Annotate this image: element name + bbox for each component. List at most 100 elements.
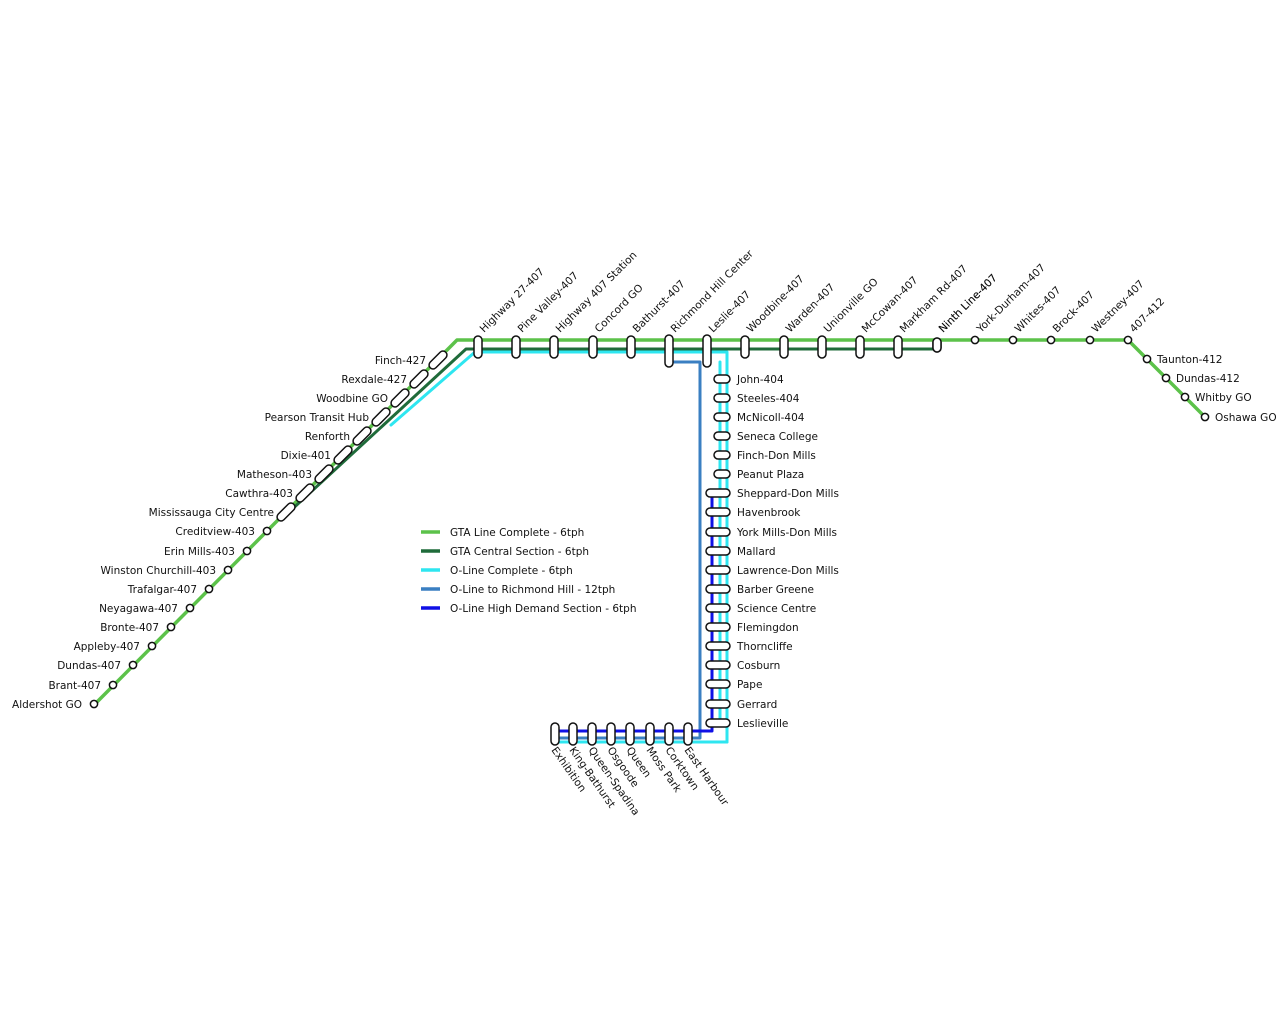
station-label: Bronte-407 <box>100 622 159 634</box>
station-marker <box>713 450 731 460</box>
station-marker <box>185 603 195 613</box>
station-marker <box>242 546 252 556</box>
station-marker <box>705 622 731 632</box>
station-label: Dundas-407 <box>57 660 121 672</box>
station-marker <box>1085 335 1095 345</box>
station-label: Leslieville <box>737 718 788 730</box>
station-marker <box>428 350 448 370</box>
station-marker <box>713 393 731 403</box>
station-marker <box>664 334 674 368</box>
station-label: 407-412 <box>1128 296 1168 336</box>
station-label: Rexdale-427 <box>341 374 407 386</box>
station-marker <box>1123 335 1133 345</box>
station-label: Lawrence-Don Mills <box>737 565 839 577</box>
route-lines <box>94 338 1207 744</box>
station-marker <box>588 335 598 359</box>
station-marker <box>817 335 827 359</box>
station-marker <box>932 337 942 353</box>
station-marker <box>549 335 559 359</box>
station-label: Dixie-401 <box>281 450 331 462</box>
station-label: John-404 <box>736 374 784 386</box>
station-marker <box>606 722 616 746</box>
station-marker <box>705 527 731 537</box>
station-marker <box>705 546 731 556</box>
station-marker <box>314 464 334 484</box>
station-label: Brant-407 <box>48 680 101 692</box>
station-label: Trafalgar-407 <box>127 584 197 596</box>
station-marker <box>705 699 731 709</box>
station-label: York-Durham-407 <box>974 262 1048 336</box>
legend-label: O-Line High Demand Section - 6tph <box>450 603 637 615</box>
station-marker <box>295 483 315 503</box>
station-label: Highway 27-407 <box>478 266 547 335</box>
station-label: Peanut Plaza <box>737 469 804 481</box>
station-marker <box>970 335 980 345</box>
station-marker <box>371 407 391 427</box>
legend-label: O-Line to Richmond Hill - 12tph <box>450 584 615 596</box>
station-marker <box>645 722 655 746</box>
station-marker <box>89 699 99 709</box>
station-label: Markham Rd-407 <box>898 263 970 335</box>
station-label: McNicoll-404 <box>737 412 805 424</box>
gta-line <box>94 338 1207 705</box>
station-marker <box>625 722 635 746</box>
station-marker <box>333 445 353 465</box>
station-label: Creditview-403 <box>175 526 255 538</box>
station-label: Havenbrook <box>737 507 801 519</box>
station-label: Cosburn <box>737 660 780 672</box>
station-label: Finch-Don Mills <box>737 450 816 462</box>
station-marker <box>147 641 157 651</box>
station-label: Oshawa GO <box>1215 412 1277 424</box>
station-marker <box>262 526 272 536</box>
station-label: Pearson Transit Hub <box>265 412 370 424</box>
legend-label: GTA Line Complete - 6tph <box>450 527 584 539</box>
station-label: Winston Churchill-403 <box>101 565 216 577</box>
stations-layer <box>89 334 1210 746</box>
station-marker <box>204 584 214 594</box>
station-marker <box>705 584 731 594</box>
station-marker <box>1161 373 1171 383</box>
station-marker <box>511 335 521 359</box>
station-label: Pape <box>737 679 762 691</box>
station-label: Gerrard <box>737 699 777 711</box>
station-marker <box>108 680 118 690</box>
station-marker <box>705 660 731 670</box>
legend-label: GTA Central Section - 6tph <box>450 546 589 558</box>
legend-label: O-Line Complete - 6tph <box>450 565 573 577</box>
station-marker <box>664 722 674 746</box>
station-marker <box>1200 412 1210 422</box>
station-marker <box>705 488 731 498</box>
station-marker <box>352 426 372 446</box>
station-label: Sheppard-Don Mills <box>737 488 839 500</box>
station-marker <box>702 334 712 368</box>
station-label: Flemingdon <box>737 622 799 634</box>
station-marker <box>473 335 483 359</box>
station-marker <box>390 388 410 408</box>
station-marker <box>713 469 731 479</box>
station-marker <box>1046 335 1056 345</box>
station-marker <box>893 335 903 359</box>
station-marker <box>587 722 597 746</box>
station-marker <box>705 641 731 651</box>
station-marker <box>705 679 731 689</box>
station-marker <box>166 622 176 632</box>
station-label: Aldershot GO <box>12 699 82 711</box>
station-label: Neyagawa-407 <box>99 603 178 615</box>
station-label: Renforth <box>305 431 350 443</box>
station-marker <box>779 335 789 359</box>
station-marker <box>128 660 138 670</box>
station-label: Steeles-404 <box>737 393 800 405</box>
station-marker <box>713 412 731 422</box>
station-label: Dundas-412 <box>1176 373 1240 385</box>
station-marker <box>1142 354 1152 364</box>
station-marker <box>1180 392 1190 402</box>
station-marker <box>705 603 731 613</box>
station-marker <box>683 722 693 746</box>
station-marker <box>740 335 750 359</box>
station-label: Appleby-407 <box>74 641 140 653</box>
station-marker <box>855 335 865 359</box>
station-label: Science Centre <box>737 603 816 615</box>
station-marker <box>705 507 731 517</box>
station-label: Taunton-412 <box>1156 354 1222 366</box>
